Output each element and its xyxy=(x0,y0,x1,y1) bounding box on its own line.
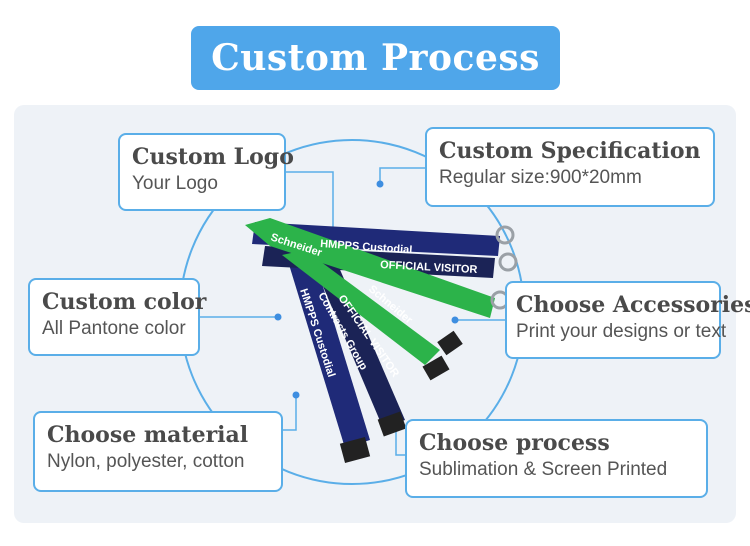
custom-logo-subtitle: Your Logo xyxy=(132,173,218,194)
custom-color-box: Custom color All Pantone color xyxy=(28,278,207,356)
choose-material-box: Choose material Nylon, polyester, cotton xyxy=(33,411,283,492)
choose-accessories-subtitle: Print your designs or text xyxy=(516,321,727,342)
page-title: Custom Process xyxy=(211,37,540,79)
lanyard-text-official-horizontal: OFFICIAL VISITOR xyxy=(380,259,478,276)
connector-lines xyxy=(200,167,505,456)
custom-specification-title: Custom Specification xyxy=(439,138,701,164)
title-banner: Custom Process xyxy=(191,26,560,90)
choose-material-subtitle: Nylon, polyester, cotton xyxy=(47,451,245,472)
custom-color-subtitle: All Pantone color xyxy=(42,318,186,339)
choose-accessories-box: Choose Accessories Print your designs or… xyxy=(505,281,750,359)
custom-specification-box: Custom Specification Regular size:900*20… xyxy=(425,127,715,207)
choose-process-title: Choose process xyxy=(419,430,610,456)
custom-specification-subtitle: Regular size:900*20mm xyxy=(439,167,642,188)
custom-logo-title: Custom Logo xyxy=(132,144,294,170)
lanyards xyxy=(245,218,518,464)
choose-process-subtitle: Sublimation & Screen Printed xyxy=(419,459,668,480)
choose-material-title: Choose material xyxy=(47,422,249,448)
choose-accessories-title: Choose Accessories xyxy=(516,292,750,318)
custom-logo-box: Custom Logo Your Logo xyxy=(118,133,294,211)
custom-color-title: Custom color xyxy=(42,289,207,315)
choose-process-box: Choose process Sublimation & Screen Prin… xyxy=(405,419,708,498)
